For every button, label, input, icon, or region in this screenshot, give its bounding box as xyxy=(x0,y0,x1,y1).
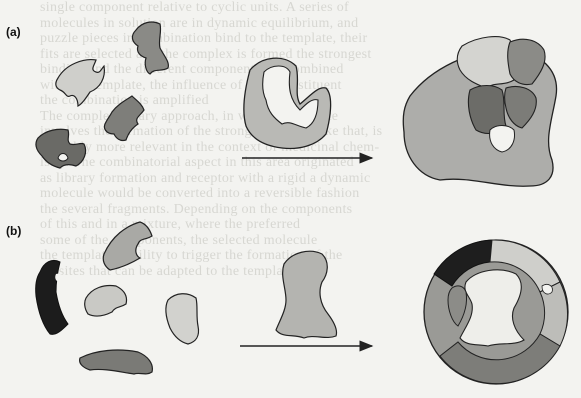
piece-b-right xyxy=(166,294,199,344)
piece-b-mid xyxy=(85,286,127,317)
template-b xyxy=(276,251,337,338)
panel-b xyxy=(36,222,568,384)
piece-a3-mid xyxy=(104,96,144,141)
piece-a2-mid xyxy=(132,22,168,74)
piece-a4-notch xyxy=(58,154,68,162)
panel-a xyxy=(36,22,557,186)
piece-a4-dark xyxy=(36,129,86,168)
piece-a1-light xyxy=(56,60,105,106)
piece-b-black-arc xyxy=(36,260,68,334)
piece-b-top xyxy=(103,222,152,270)
piece-b-bottom xyxy=(80,350,153,374)
